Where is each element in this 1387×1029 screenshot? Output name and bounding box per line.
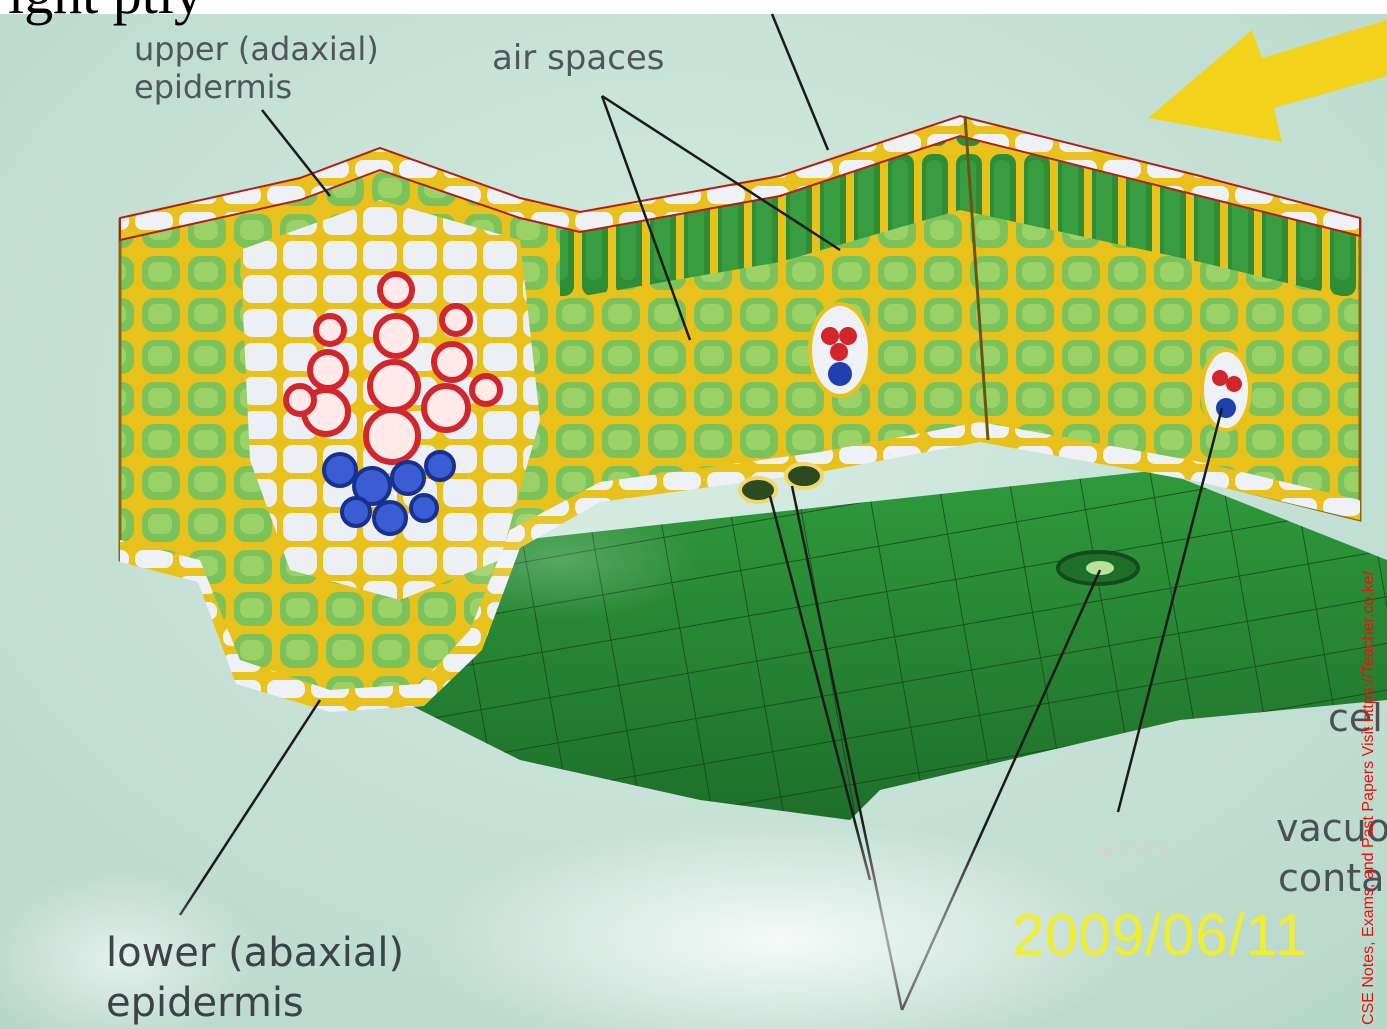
date-stamp: 2009/06/11: [1012, 902, 1308, 969]
small-vein-right: [1202, 350, 1250, 430]
lower-epidermis-label: lower (abaxial) epidermis: [106, 928, 404, 1028]
page-top-strip: [0, 0, 1387, 14]
small-vein-left: [810, 304, 870, 396]
air-spaces-label: air spaces: [492, 38, 665, 78]
upper-epidermis-label: upper (adaxial) epidermis: [134, 30, 379, 106]
header-fragment: ight ptly: [8, 0, 203, 27]
watermark-text: CSE Notes, Exams, and Past Papers Visit …: [1360, 571, 1378, 1025]
vein-label: vein: [1096, 828, 1168, 868]
